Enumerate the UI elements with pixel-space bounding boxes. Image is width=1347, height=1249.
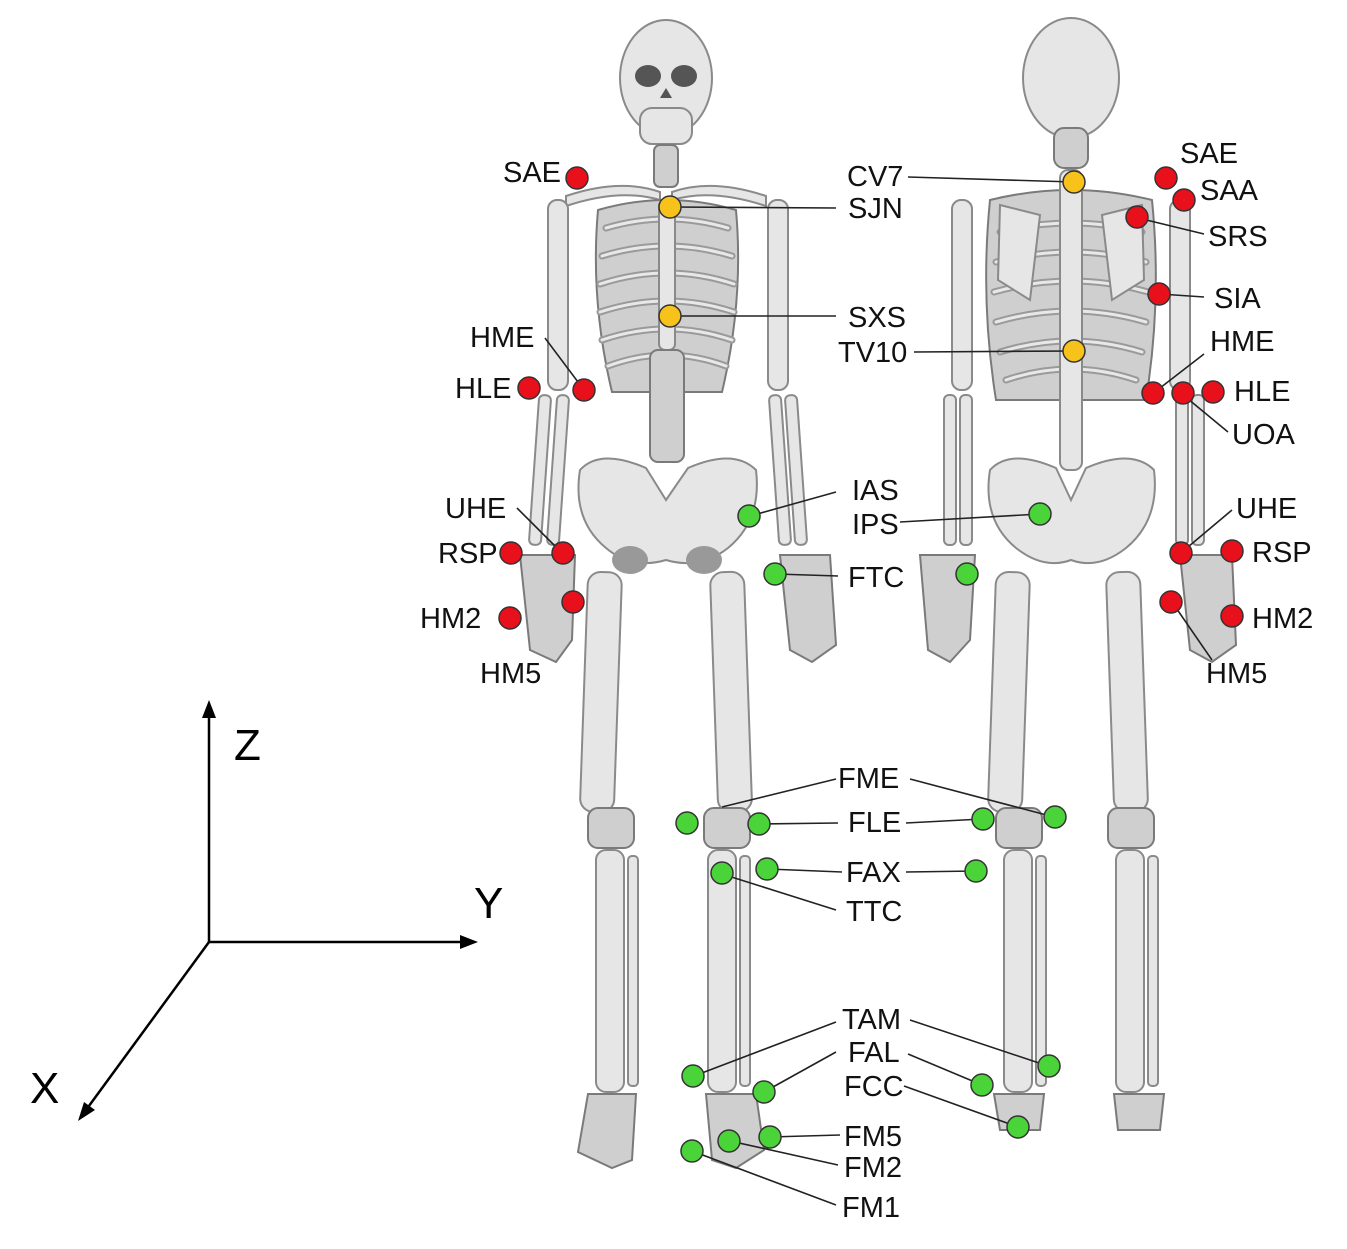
marker-fm5 xyxy=(758,1125,782,1149)
marker-back-rsp xyxy=(1220,539,1244,563)
marker-front-hm5 xyxy=(561,590,585,614)
label-front-hm2: HM2 xyxy=(420,603,481,635)
label-back-hm5: HM5 xyxy=(1206,658,1267,690)
label-front-hme: HME xyxy=(470,322,534,354)
label-back-hme: HME xyxy=(1210,326,1274,358)
x-axis xyxy=(84,941,211,1111)
label-back-sae: SAE xyxy=(1180,138,1238,170)
label-fm5: FM5 xyxy=(844,1121,902,1153)
marker-ttc-front xyxy=(710,861,734,885)
label-back-sia: SIA xyxy=(1214,283,1261,315)
marker-back-srs xyxy=(1125,205,1149,229)
label-fme: FME xyxy=(838,763,899,795)
x-arrowhead xyxy=(78,1102,95,1121)
axis-label-x: X xyxy=(30,1064,59,1113)
y-arrowhead xyxy=(460,935,478,949)
marker-tam-front xyxy=(681,1064,705,1088)
marker-back-saa xyxy=(1172,188,1196,212)
label-front-ftc: FTC xyxy=(848,562,904,594)
marker-front-sae xyxy=(565,166,589,190)
marker-front-sjn xyxy=(658,195,682,219)
label-back-ips: IPS xyxy=(852,509,899,541)
label-front-sjn: SJN xyxy=(848,193,903,225)
axis-label-z: Z xyxy=(234,721,261,770)
marker-back-hle xyxy=(1201,380,1225,404)
label-back-hm2: HM2 xyxy=(1252,603,1313,635)
label-back-rsp: RSP xyxy=(1252,537,1312,569)
label-fle: FLE xyxy=(848,807,901,839)
label-back-cv7: CV7 xyxy=(847,161,903,193)
marker-fcc-back xyxy=(1006,1115,1030,1139)
label-front-rsp: RSP xyxy=(438,538,498,570)
axis-label-y: Y xyxy=(474,879,503,928)
marker-fm2 xyxy=(717,1129,741,1153)
label-fcc: FCC xyxy=(844,1071,904,1103)
marker-front-hle xyxy=(517,376,541,400)
label-back-srs: SRS xyxy=(1208,221,1268,253)
label-ttc: TTC xyxy=(846,896,902,928)
marker-fax-front xyxy=(755,857,779,881)
label-front-hle: HLE xyxy=(455,373,511,405)
label-back-uoa: UOA xyxy=(1232,419,1296,451)
label-fm1: FM1 xyxy=(842,1192,900,1224)
label-front-ias: IAS xyxy=(852,475,899,507)
marker-front-sxs xyxy=(658,304,682,328)
marker-front-ias xyxy=(737,504,761,528)
marker-back-ips xyxy=(1028,502,1052,526)
marker-back-hm2 xyxy=(1220,604,1244,628)
label-fal: FAL xyxy=(848,1037,900,1069)
label-tam: TAM xyxy=(842,1004,901,1036)
marker-back-tv10 xyxy=(1062,339,1086,363)
marker-back-uhe xyxy=(1169,541,1193,565)
label-back-tv10: TV10 xyxy=(838,337,907,369)
marker-fal-front xyxy=(752,1080,776,1104)
label-front-sae: SAE xyxy=(503,157,561,189)
marker-fal-back xyxy=(970,1073,994,1097)
label-front-hm5: HM5 xyxy=(480,658,541,690)
marker-back-sia xyxy=(1147,282,1171,306)
label-back-saa: SAA xyxy=(1200,175,1259,207)
label-front-sxs: SXS xyxy=(848,302,906,334)
front-skeleton xyxy=(518,19,838,1170)
label-fax: FAX xyxy=(846,857,901,889)
marker-fle-front-medial xyxy=(747,812,771,836)
marker-back-sae xyxy=(1154,166,1178,190)
marker-fle-back xyxy=(971,807,995,831)
label-back-uhe: UHE xyxy=(1236,493,1297,525)
coordinate-axes: Z Y X xyxy=(30,700,503,1121)
marker-tam-back xyxy=(1037,1054,1061,1078)
label-fm2: FM2 xyxy=(844,1152,902,1184)
marker-front-ftc xyxy=(763,562,787,586)
label-front-uhe: UHE xyxy=(445,493,506,525)
label-back-hle: HLE xyxy=(1234,376,1290,408)
back-skeleton xyxy=(918,17,1238,1131)
marker-back-ftc xyxy=(955,562,979,586)
marker-front-rsp xyxy=(499,541,523,565)
marker-fme-back xyxy=(1043,805,1067,829)
marker-fle-front-lateral xyxy=(675,811,699,835)
marker-back-cv7 xyxy=(1062,170,1086,194)
marker-back-hme xyxy=(1141,381,1165,405)
marker-back-hm5 xyxy=(1159,590,1183,614)
marker-front-uhe xyxy=(551,541,575,565)
marker-back-uoa xyxy=(1171,381,1195,405)
z-arrowhead xyxy=(202,700,216,718)
marker-fm1 xyxy=(680,1139,704,1163)
marker-fax-back xyxy=(964,859,988,883)
marker-front-hm2 xyxy=(498,606,522,630)
marker-front-hme xyxy=(572,378,596,402)
